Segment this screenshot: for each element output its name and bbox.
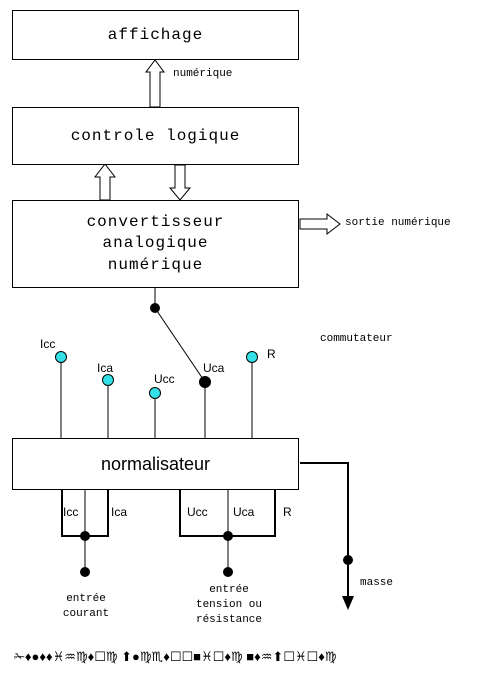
entree-courant-label: entrée courant xyxy=(50,592,122,622)
terminal-ica-label: Ica xyxy=(111,505,128,519)
entree-tension-line-2: tension ou xyxy=(195,598,262,611)
entree-courant-line-2: courant xyxy=(62,607,110,620)
contact-ica xyxy=(102,374,114,386)
sortie-numerique-label: sortie numérique xyxy=(345,217,451,229)
normalisateur-label: normalisateur xyxy=(100,453,211,474)
entree-tension-line-1: entrée xyxy=(209,584,249,596)
controle-logique-block: controle logique xyxy=(12,107,299,165)
terminal-r-label: R xyxy=(283,505,292,519)
contact-ucc-label: Ucc xyxy=(154,372,175,386)
contact-r-label: R xyxy=(267,347,276,361)
contact-r xyxy=(246,351,258,363)
caption: ✁♦●♦♦♓♒♍♦☐♍ ⬆●♍♏♦☐☐■♓☐♦♍ ■♦♒⬆☐♓☐♦♍ xyxy=(14,649,337,664)
convertisseur-block: convertisseur analogique numérique xyxy=(12,200,299,288)
terminal-uca-label: Uca xyxy=(233,505,255,519)
contact-icc xyxy=(55,351,67,363)
entree-courant-line-1: entrée xyxy=(66,593,106,605)
arrow-convertisseur-to-controle xyxy=(93,163,117,201)
entree-tension-line-3: résistance xyxy=(195,613,262,626)
convertisseur-line-2: analogique xyxy=(102,234,209,253)
numerique-label: numérique xyxy=(173,68,233,80)
tension-junction xyxy=(223,531,233,541)
tension-input-terminal xyxy=(223,567,233,577)
contact-ica-label: Ica xyxy=(97,361,114,375)
courant-junction xyxy=(80,531,90,541)
convertisseur-line-3: numérique xyxy=(107,255,204,274)
contact-uca xyxy=(199,376,211,388)
courant-input-terminal xyxy=(80,567,90,577)
masse-label: masse xyxy=(360,577,394,589)
normalisateur-block: normalisateur xyxy=(12,438,299,490)
terminal-icc-label: Icc xyxy=(63,505,79,519)
masse-wire xyxy=(300,462,349,596)
contact-ucc xyxy=(149,387,161,399)
controle-logique-label: controle logique xyxy=(70,127,241,145)
affichage-label: affichage xyxy=(107,26,204,44)
masse-node xyxy=(343,555,353,565)
convertisseur-line-1: convertisseur xyxy=(86,212,225,231)
contact-icc-label: Icc xyxy=(40,337,56,351)
commutateur-label: commutateur xyxy=(320,333,393,345)
entree-tension-label: entrée tension ou résistance xyxy=(184,583,274,628)
arrow-controle-to-convertisseur xyxy=(168,164,192,201)
contact-uca-label: Uca xyxy=(203,361,225,375)
terminal-ucc-label: Ucc xyxy=(187,505,208,519)
masse-arrowhead xyxy=(342,596,354,610)
arrow-controle-to-affichage xyxy=(145,59,165,108)
commutator-pivot xyxy=(150,303,160,313)
arrow-sortie-numerique xyxy=(299,212,341,236)
affichage-block: affichage xyxy=(12,10,299,60)
commutator-blade xyxy=(154,307,206,383)
